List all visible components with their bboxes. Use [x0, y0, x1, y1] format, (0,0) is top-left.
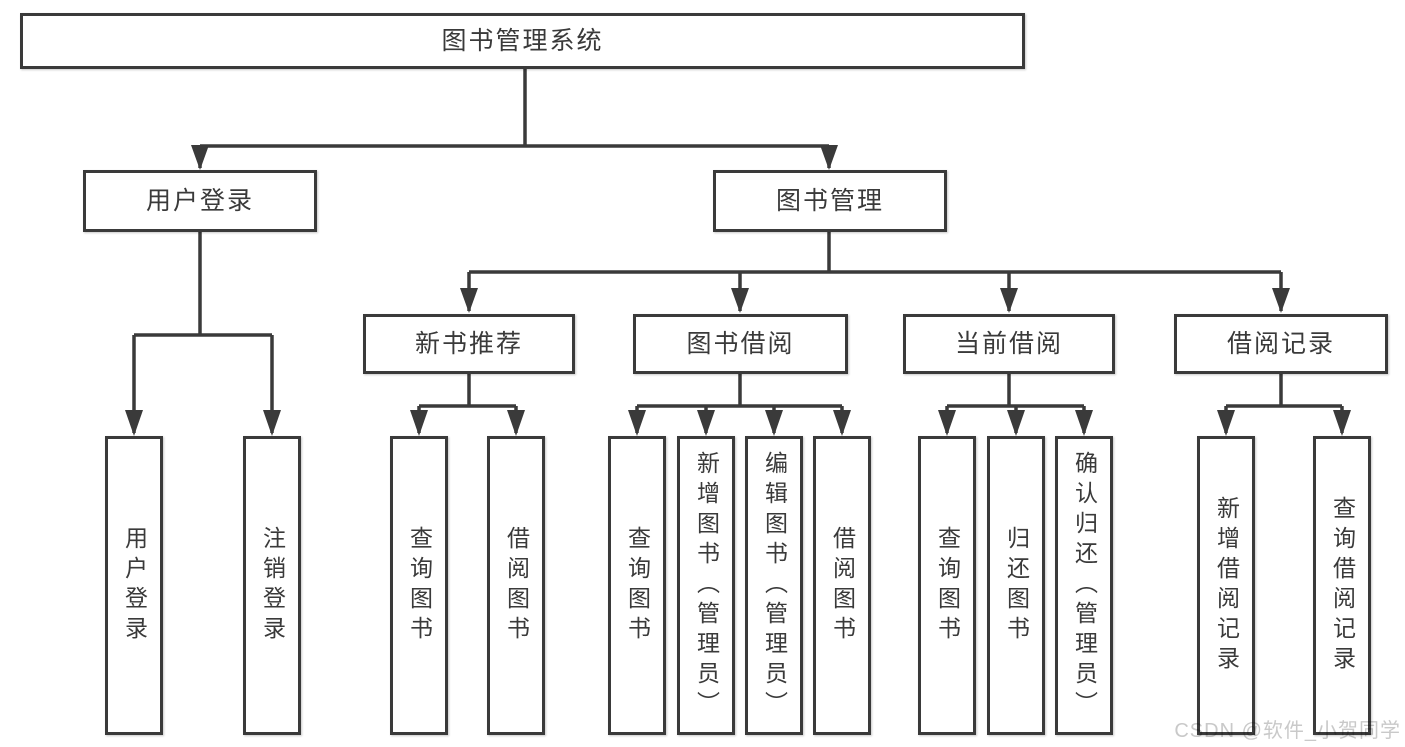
connector-book-management — [467, 232, 1283, 311]
arrow-down-icon — [1333, 410, 1351, 436]
node-label: 新增借阅记录 — [1213, 495, 1240, 676]
node-book-management-branch: 图书管理 — [713, 170, 947, 232]
node-new-book-recommend: 新书推荐 — [363, 314, 575, 374]
arrow-down-icon — [191, 145, 209, 170]
node-label: 图书管理系统 — [441, 26, 604, 55]
arrow-down-icon — [410, 410, 428, 436]
node-label: 用户登录 — [121, 525, 148, 646]
node-confirm-return-admin: 确认归还（管理员） — [1055, 436, 1113, 735]
node-current-borrowing: 当前借阅 — [903, 314, 1115, 374]
node-query-books-recommend: 查询图书 — [390, 436, 448, 735]
arrow-down-icon — [1000, 288, 1018, 313]
arrow-down-icon — [765, 410, 783, 436]
arrow-down-icon — [507, 410, 525, 436]
node-logout: 注销登录 — [243, 436, 301, 735]
node-label: 借阅图书 — [829, 525, 856, 646]
arrow-down-icon — [938, 410, 956, 436]
node-label: 图书借阅 — [686, 329, 795, 358]
node-label: 查询借阅记录 — [1329, 495, 1356, 676]
node-label: 新书推荐 — [414, 329, 523, 358]
node-label: 当前借阅 — [954, 329, 1063, 358]
node-label: 确认归还（管理员） — [1071, 450, 1098, 721]
node-label: 编辑图书（管理员） — [761, 450, 788, 721]
node-edit-book-admin: 编辑图书（管理员） — [745, 436, 803, 735]
node-borrow-books-borrowing: 借阅图书 — [813, 436, 871, 735]
arrow-down-icon — [460, 288, 478, 313]
arrow-down-icon — [697, 410, 715, 436]
arrow-down-icon — [731, 288, 749, 313]
node-label: 图书管理 — [775, 186, 884, 215]
node-label: 新增图书（管理员） — [693, 450, 720, 721]
arrow-down-icon — [820, 145, 838, 170]
arrow-down-icon — [263, 410, 281, 436]
node-label: 查询图书 — [624, 525, 651, 646]
connector-user-login — [132, 232, 274, 433]
node-label: 归还图书 — [1003, 525, 1030, 646]
arrow-down-icon — [1007, 410, 1025, 436]
node-query-books-borrowing: 查询图书 — [608, 436, 666, 735]
connector-root — [198, 69, 831, 168]
node-book-borrowing: 图书借阅 — [633, 314, 848, 374]
node-label: 借阅记录 — [1226, 329, 1335, 358]
connector-borrowing-records — [1224, 374, 1344, 433]
node-label: 借阅图书 — [503, 525, 530, 646]
node-user-login-branch: 用户登录 — [83, 170, 317, 232]
arrow-down-icon — [1217, 410, 1235, 436]
watermark: CSDN @软件_小贺同学 — [1174, 720, 1401, 742]
node-query-books-current: 查询图书 — [918, 436, 976, 735]
node-label: 查询图书 — [406, 525, 433, 646]
node-add-book-admin: 新增图书（管理员） — [677, 436, 735, 735]
arrow-down-icon — [1075, 410, 1093, 436]
connector-book-borrowing — [635, 374, 844, 433]
node-return-books: 归还图书 — [987, 436, 1045, 735]
node-label: 查询图书 — [934, 525, 961, 646]
node-borrowing-records: 借阅记录 — [1174, 314, 1388, 374]
node-add-borrow-record: 新增借阅记录 — [1197, 436, 1255, 735]
node-borrow-books-recommend: 借阅图书 — [487, 436, 545, 735]
arrow-down-icon — [833, 410, 851, 436]
arrow-down-icon — [628, 410, 646, 436]
arrow-down-icon — [125, 410, 143, 436]
node-library-system: 图书管理系统 — [20, 13, 1025, 69]
node-label: 注销登录 — [259, 525, 286, 646]
arrow-down-icon — [1272, 288, 1290, 313]
arrowheads — [125, 145, 1351, 436]
connector-new-book-recommend — [417, 374, 518, 433]
node-label: 用户登录 — [145, 186, 254, 215]
node-user-login: 用户登录 — [105, 436, 163, 735]
node-query-borrow-record: 查询借阅记录 — [1313, 436, 1371, 735]
